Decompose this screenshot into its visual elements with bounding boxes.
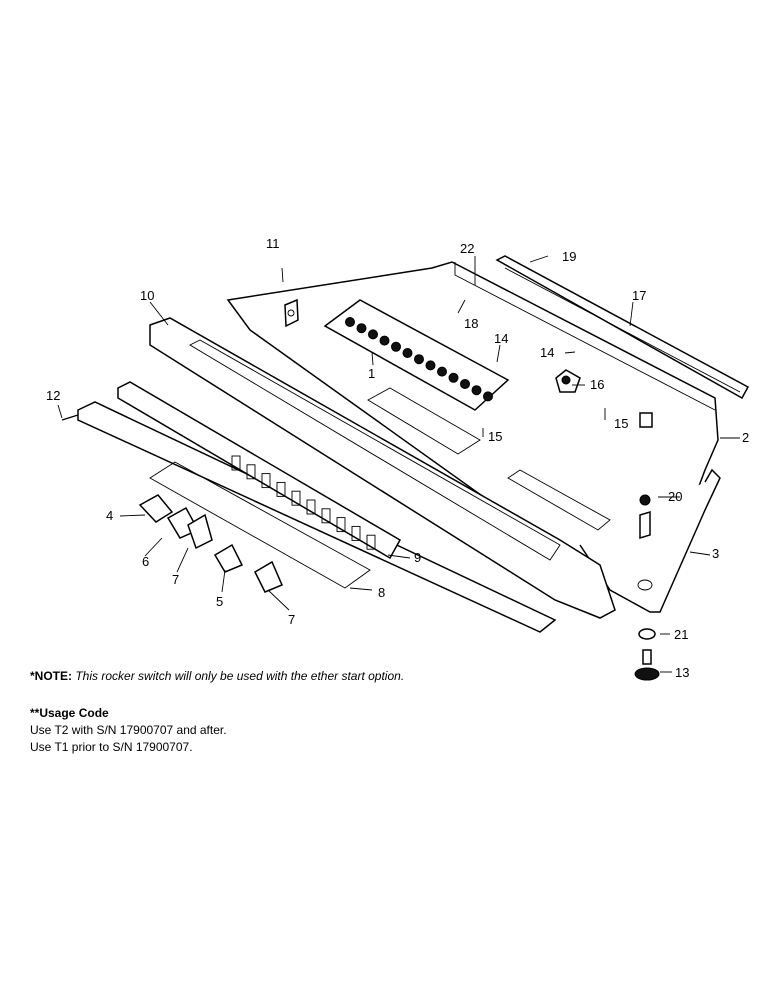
switch-slot [306, 499, 316, 515]
switch-slot [366, 534, 376, 550]
callout-4: 4 [106, 508, 113, 523]
callout-7b: 7 [288, 612, 295, 627]
switch-slot [276, 481, 286, 497]
terminal-post [414, 354, 424, 365]
terminal-post [356, 323, 367, 334]
terminal-post [368, 329, 378, 340]
callout-17: 17 [632, 288, 646, 303]
callout-11: 11 [266, 236, 280, 251]
callout-15b: 15 [488, 429, 502, 444]
terminal-post [425, 360, 436, 371]
base-plate [579, 468, 721, 613]
switch-slot [246, 464, 256, 480]
callout-labels: 1 2 3 4 5 6 7 7 8 9 10 11 12 13 14 14 15… [46, 236, 749, 680]
switch-plate [117, 381, 402, 560]
callout-6: 6 [142, 554, 149, 569]
switch-slot [261, 473, 271, 489]
callout-13: 13 [675, 665, 689, 680]
callout-15a: 15 [614, 416, 628, 431]
callout-18: 18 [464, 316, 478, 331]
switch-slot [351, 525, 361, 541]
terminal-post [448, 372, 459, 383]
callout-7a: 7 [172, 572, 179, 587]
callout-1: 1 [368, 366, 375, 381]
rail-bracket [495, 255, 750, 400]
switch-slot [336, 517, 346, 533]
callout-14a: 14 [494, 331, 508, 346]
callout-9: 9 [414, 550, 421, 565]
ether-note: *NOTE: This rocker switch will only be u… [30, 668, 450, 685]
callout-12: 12 [46, 388, 60, 403]
callout-22: 22 [460, 241, 474, 256]
note-text: This rocker switch will only be used wit… [75, 669, 405, 683]
callout-8: 8 [378, 585, 385, 600]
callout-10: 10 [140, 288, 154, 303]
mounting-foot [634, 628, 660, 681]
switch-slot [231, 455, 241, 471]
note-key: *NOTE: [30, 669, 72, 683]
callout-20: 20 [668, 489, 682, 504]
callout-21: 21 [674, 627, 688, 642]
callout-5: 5 [216, 594, 223, 609]
switch-slot [321, 508, 331, 524]
notes-block: *NOTE: This rocker switch will only be u… [30, 668, 450, 756]
terminal-post [391, 341, 401, 352]
terminal-post [345, 317, 355, 327]
usage-line-2: Use T1 prior to S/N 17900707. [30, 740, 193, 754]
terminal-post [460, 379, 470, 389]
leader-lines [57, 255, 740, 673]
terminal-post [379, 335, 390, 346]
terminal-post [483, 391, 493, 402]
usage-line-1: Use T2 with S/N 17900707 and after. [30, 723, 227, 737]
terminal-post [471, 385, 482, 396]
side-panel [149, 317, 616, 619]
callout-19: 19 [562, 249, 576, 264]
callout-3: 3 [712, 546, 719, 561]
rocker-switch-group [138, 494, 283, 593]
switch-slot [291, 490, 301, 506]
callout-2: 2 [742, 430, 749, 445]
usage-code-heading: **Usage Code [30, 706, 109, 720]
terminal-strip [323, 299, 510, 411]
callout-14b: 14 [540, 345, 554, 360]
terminal-post [402, 348, 413, 358]
callout-16: 16 [590, 377, 604, 392]
terminal-post [437, 366, 447, 377]
